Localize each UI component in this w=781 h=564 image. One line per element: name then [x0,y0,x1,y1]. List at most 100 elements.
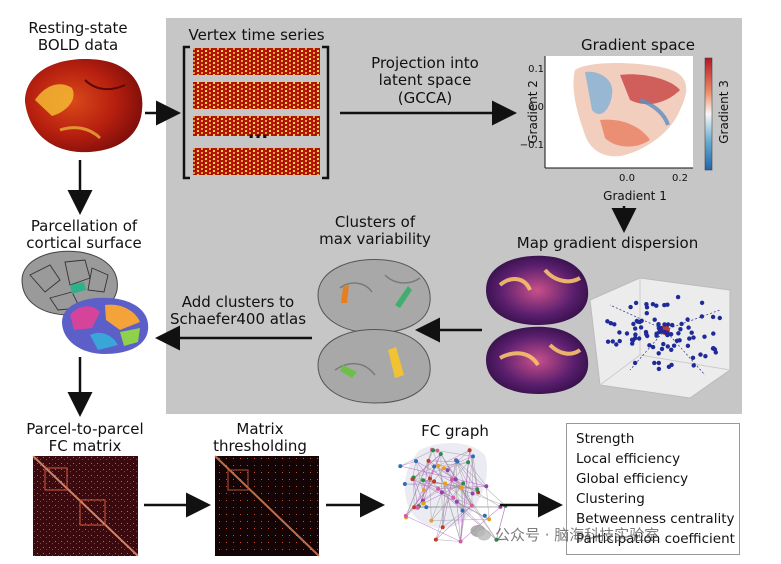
metric-item: Participation coefficient [576,531,735,547]
fc-matrix [32,455,139,557]
parcellation-brains [21,250,149,354]
fc-graph-label: FC graph [421,422,489,440]
scatter-point [617,338,622,344]
graph-edge [438,465,461,542]
graph-node [432,479,437,484]
graph-nodes [398,447,508,544]
gradient-xtick-1: 0.2 [672,173,688,184]
scatter-point [656,322,661,327]
scatter-point [669,362,674,368]
graph-node [455,459,460,464]
map-dispersion-label: Map gradient dispersion [516,234,699,252]
graph-edge [442,460,457,528]
scatter-point [644,302,649,307]
scatter-point [654,333,659,338]
scatter-point [631,321,636,327]
graph-edge [431,483,464,521]
scatter-point [685,343,691,348]
graph-edge [455,460,473,494]
graph-node [443,481,448,486]
graph-node [431,448,436,453]
scatter-point [652,360,657,366]
graph-edge [438,450,470,467]
scatter-point [633,332,638,337]
scatter-point [634,318,639,324]
graph-node [460,508,465,513]
scatter-point [608,321,613,326]
scatter-point [612,322,617,327]
graph-node [449,477,454,482]
scatter-point [637,336,642,341]
graph-node [461,481,466,486]
scatter-point [689,330,694,335]
graph-node [402,482,407,486]
graph-edge [460,450,470,542]
scatter-point [630,341,635,346]
scatter-point [698,352,703,357]
graph-edge [400,460,417,467]
graph-node [415,505,420,510]
scatter-point [656,351,661,356]
scatter-point [699,300,705,305]
graph-edge [428,460,456,480]
metric-item: Local efficiency [576,451,681,467]
gradient-xtick-0: 0.0 [619,173,635,184]
dispersion-brains [486,255,589,394]
graph-edge [456,501,461,542]
graph-edge [413,466,435,478]
scatter-point [644,311,649,316]
scatter-point [674,338,680,343]
graph-node [459,485,464,490]
graph-edge [496,505,506,540]
graph-node [467,448,472,453]
vertex-time-series-label: Vertex time series [188,26,325,44]
graph-edge [404,483,478,490]
graph-edge [442,505,472,528]
time-series-ellipsis: ... [247,122,269,143]
scatter-point [670,322,675,328]
scatter-point [675,294,681,300]
cluster-brains [317,259,431,404]
scatter-point [657,329,662,335]
graph-node [482,513,487,518]
dispersion-3d-scatter [589,277,731,399]
bold-brain-image [25,59,143,153]
graph-node [424,505,429,510]
graph-edge [414,488,439,508]
graph-edge [429,478,439,489]
scatter-point [650,302,656,307]
scatter-point [659,346,665,352]
scatter-point [654,303,659,308]
graph-node [398,464,403,469]
scatter-point [668,332,674,337]
metric-item: Strength [576,431,635,447]
scatter-point [617,330,622,335]
scatter-point [605,319,610,324]
graph-node [420,498,425,503]
scatter-point [691,363,696,368]
scatter-point [656,366,662,372]
gradient-space-title: Gradient space [580,36,696,54]
scatter-point [605,339,611,344]
scatter-point [671,343,677,348]
graph-node [445,468,450,473]
scatter-point [711,331,716,336]
scatter-point [638,325,644,330]
gradient-xlabel: Gradient 1 [603,189,667,203]
graph-node [476,490,481,495]
graph-node [484,484,489,489]
scatter-point [702,334,707,339]
graph-edge [440,453,497,540]
graph-edge [437,450,474,457]
graph-node [487,517,492,522]
scatter-point [639,318,644,323]
graph-edge [413,477,415,508]
graph-edge [460,456,474,542]
metric-item: Clustering [576,491,645,507]
scatter-point [661,341,666,347]
